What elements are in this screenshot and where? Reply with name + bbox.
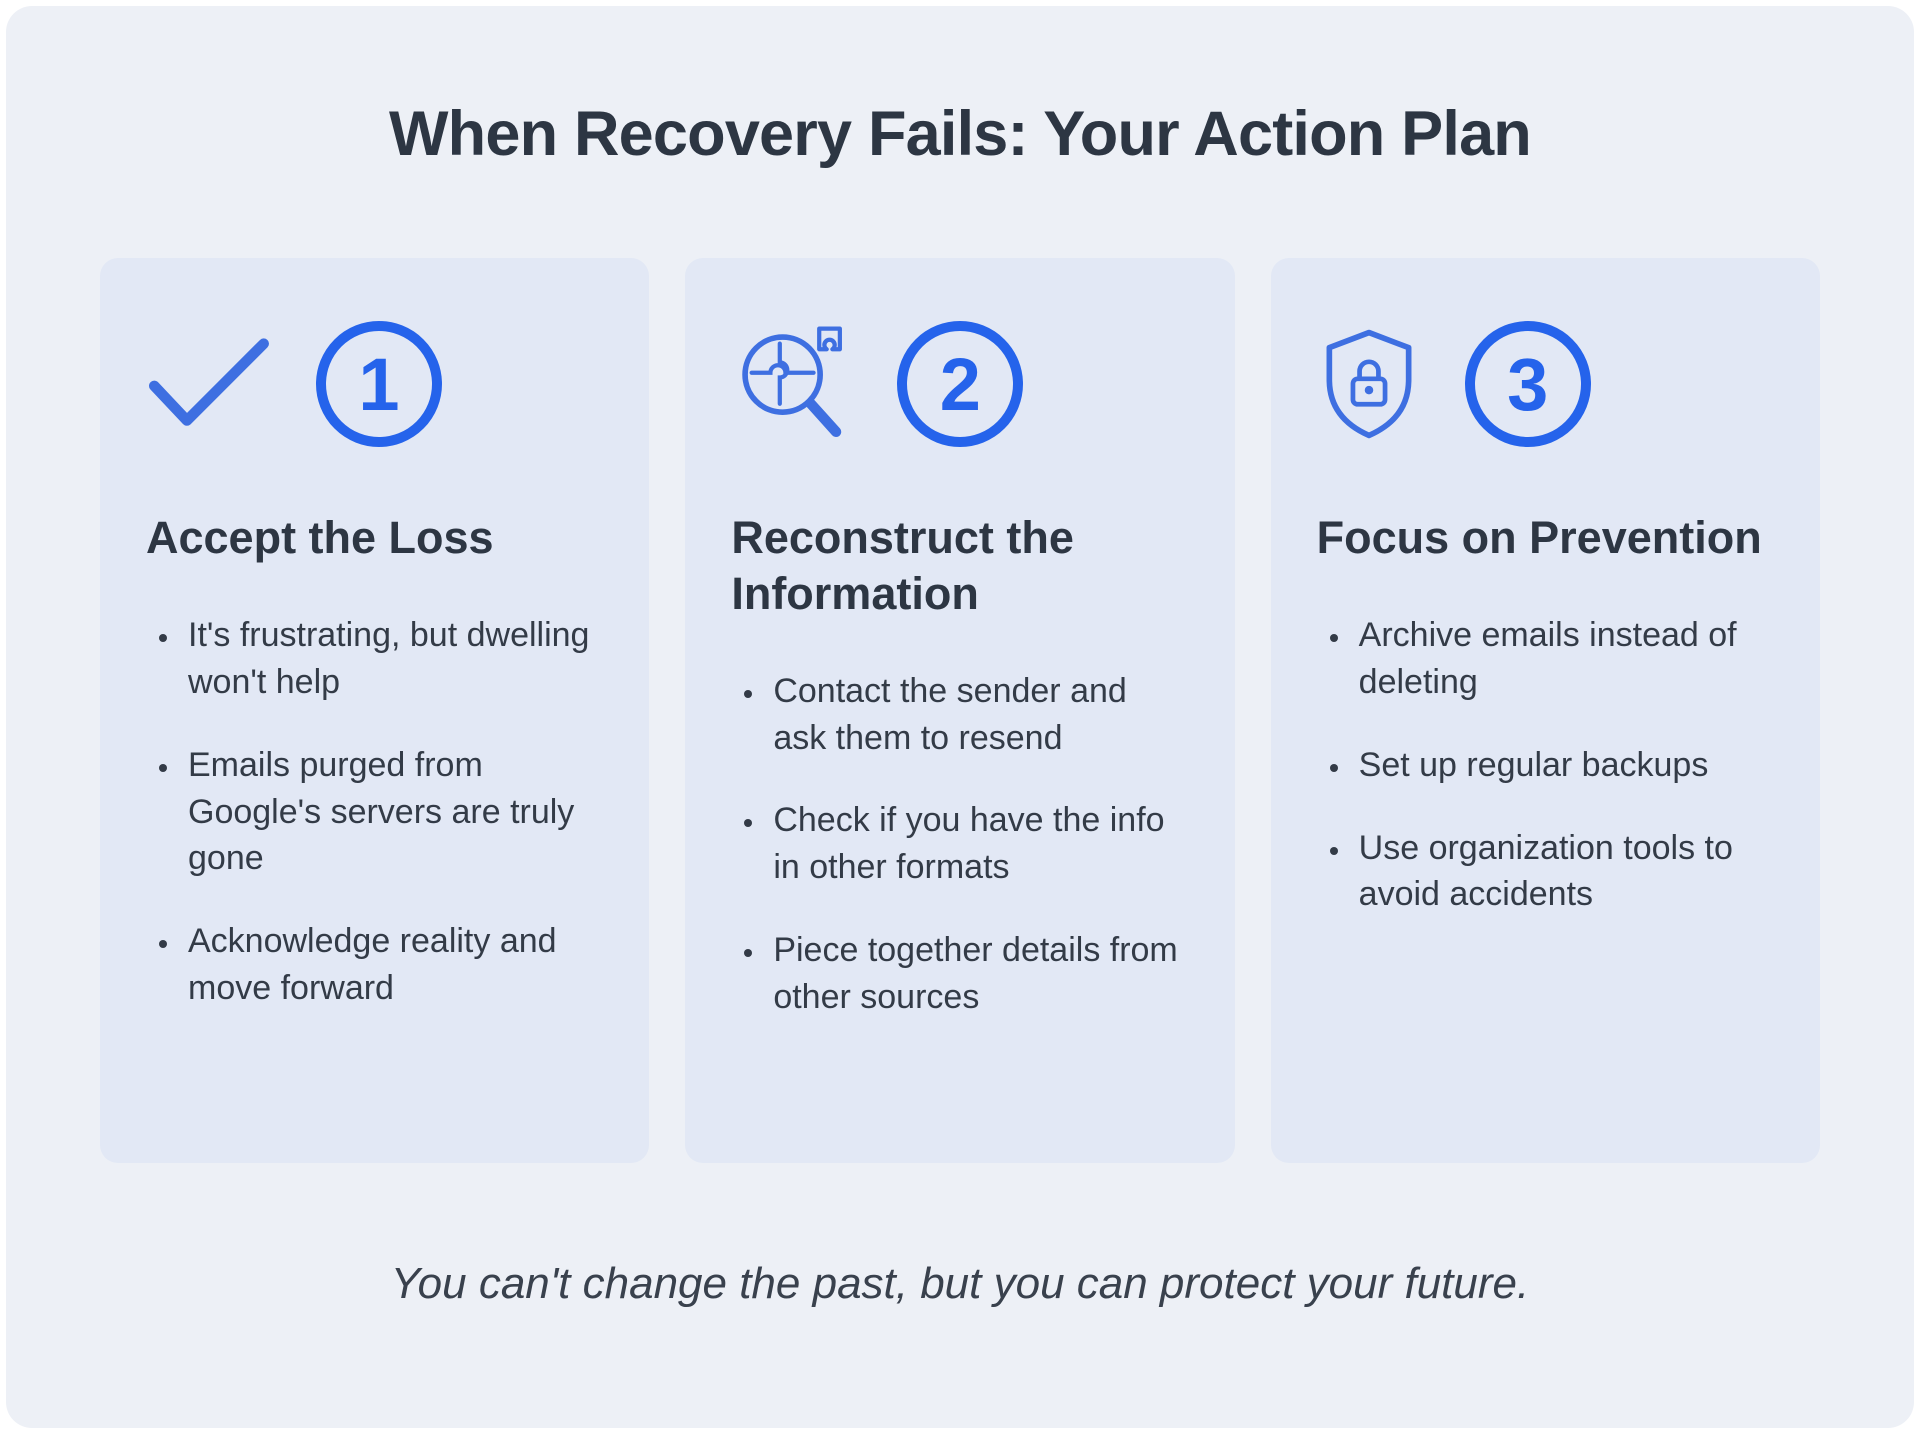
bullet-item: Use organization tools to avoid accident…	[1353, 825, 1774, 919]
card-accept-the-loss: 1 Accept the Loss It's frustrating, but …	[100, 258, 650, 1163]
bullet-list: Contact the sender and ask them to resen…	[731, 668, 1188, 1021]
shield-lock-icon	[1317, 325, 1421, 443]
step-number-badge: 1	[316, 321, 442, 447]
card-icon-row: 3	[1317, 316, 1774, 452]
cards-row: 1 Accept the Loss It's frustrating, but …	[100, 258, 1820, 1163]
bullet-item: Set up regular backups	[1353, 742, 1774, 789]
card-heading: Focus on Prevention	[1316, 512, 1762, 563]
step-number-badge: 2	[897, 321, 1024, 447]
bullet-list: It's frustrating, but dwelling won't hel…	[146, 612, 603, 1012]
search-puzzle-icon	[731, 323, 853, 445]
card-icon-row: 2	[731, 316, 1188, 452]
bullet-item: Archive emails instead of deleting	[1353, 612, 1774, 706]
card-heading: Reconstruct the Information	[731, 512, 1074, 619]
card-focus-on-prevention: 3 Focus on Prevention Archive emails ins…	[1270, 258, 1820, 1163]
bullet-item: Piece together details from other source…	[767, 927, 1188, 1021]
bullet-item: Check if you have the info in other form…	[767, 797, 1188, 891]
check-icon	[146, 336, 272, 432]
bullet-item: Contact the sender and ask them to resen…	[767, 668, 1188, 762]
bullet-list: Archive emails instead of deleting Set u…	[1317, 612, 1774, 919]
card-reconstruct-the-information: 2 Reconstruct the Information Contact th…	[685, 258, 1235, 1163]
bullet-item: Emails purged from Google's servers are …	[182, 742, 603, 883]
page-title: When Recovery Fails: Your Action Plan	[389, 99, 1532, 169]
infographic-panel: When Recovery Fails: Your Action Plan 1 …	[6, 6, 1914, 1428]
card-icon-row: 1	[146, 316, 603, 452]
footer-tagline: You can't change the past, but you can p…	[390, 1259, 1530, 1308]
bullet-item: Acknowledge reality and move forward	[182, 918, 603, 1012]
bullet-item: It's frustrating, but dwelling won't hel…	[182, 612, 603, 706]
step-number-badge: 3	[1464, 321, 1591, 447]
card-heading: Accept the Loss	[146, 512, 494, 563]
